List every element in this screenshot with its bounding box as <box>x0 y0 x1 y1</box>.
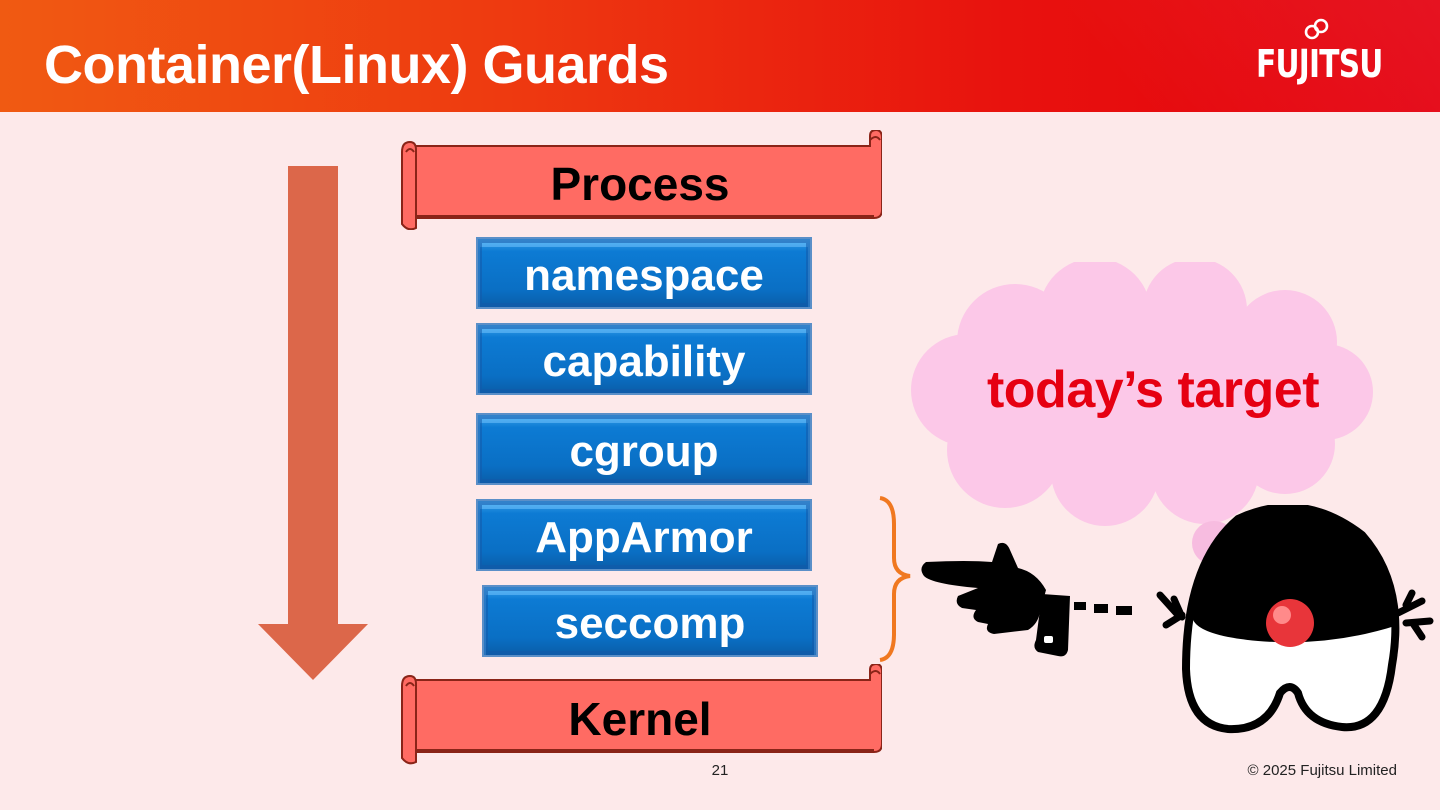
guard-label: AppArmor <box>535 513 753 562</box>
guard-capability: capability <box>476 323 812 395</box>
pointing-hand-icon <box>921 542 1132 657</box>
scroll-banner-icon <box>401 130 882 230</box>
copyright-notice: © 2025 Fujitsu Limited <box>1247 762 1397 779</box>
down-arrow-icon <box>258 166 368 680</box>
slide-title: Container(Linux) Guards <box>44 35 669 95</box>
guard-label: namespace <box>524 251 764 300</box>
page-number: 21 <box>711 762 729 779</box>
curly-brace-icon <box>879 496 911 662</box>
guard-label: capability <box>542 337 746 386</box>
header-bar: Container(Linux) Guards FUJITSU <box>0 0 1440 112</box>
guard-namespace: namespace <box>476 237 812 309</box>
brand-name: FUJITSU <box>1256 42 1383 86</box>
thought-cloud-icon <box>911 262 1373 532</box>
process-banner: Process <box>400 130 882 230</box>
guard-apparmor: AppArmor <box>476 499 812 571</box>
guard-label: seccomp <box>554 599 746 648</box>
guard-cgroup: cgroup <box>476 413 812 485</box>
callout-text: today’s target <box>986 361 1320 419</box>
kernel-banner: Kernel <box>400 664 882 765</box>
fujitsu-logo: FUJITSU <box>1256 18 1396 88</box>
process-label: Process <box>550 158 730 210</box>
infinity-logo-icon <box>1304 18 1329 40</box>
kernel-label: Kernel <box>568 693 712 745</box>
guard-label: cgroup <box>569 427 719 476</box>
guard-seccomp: seccomp <box>482 585 818 657</box>
scroll-banner-icon <box>401 664 882 765</box>
duke-mascot-icon <box>1156 505 1434 734</box>
